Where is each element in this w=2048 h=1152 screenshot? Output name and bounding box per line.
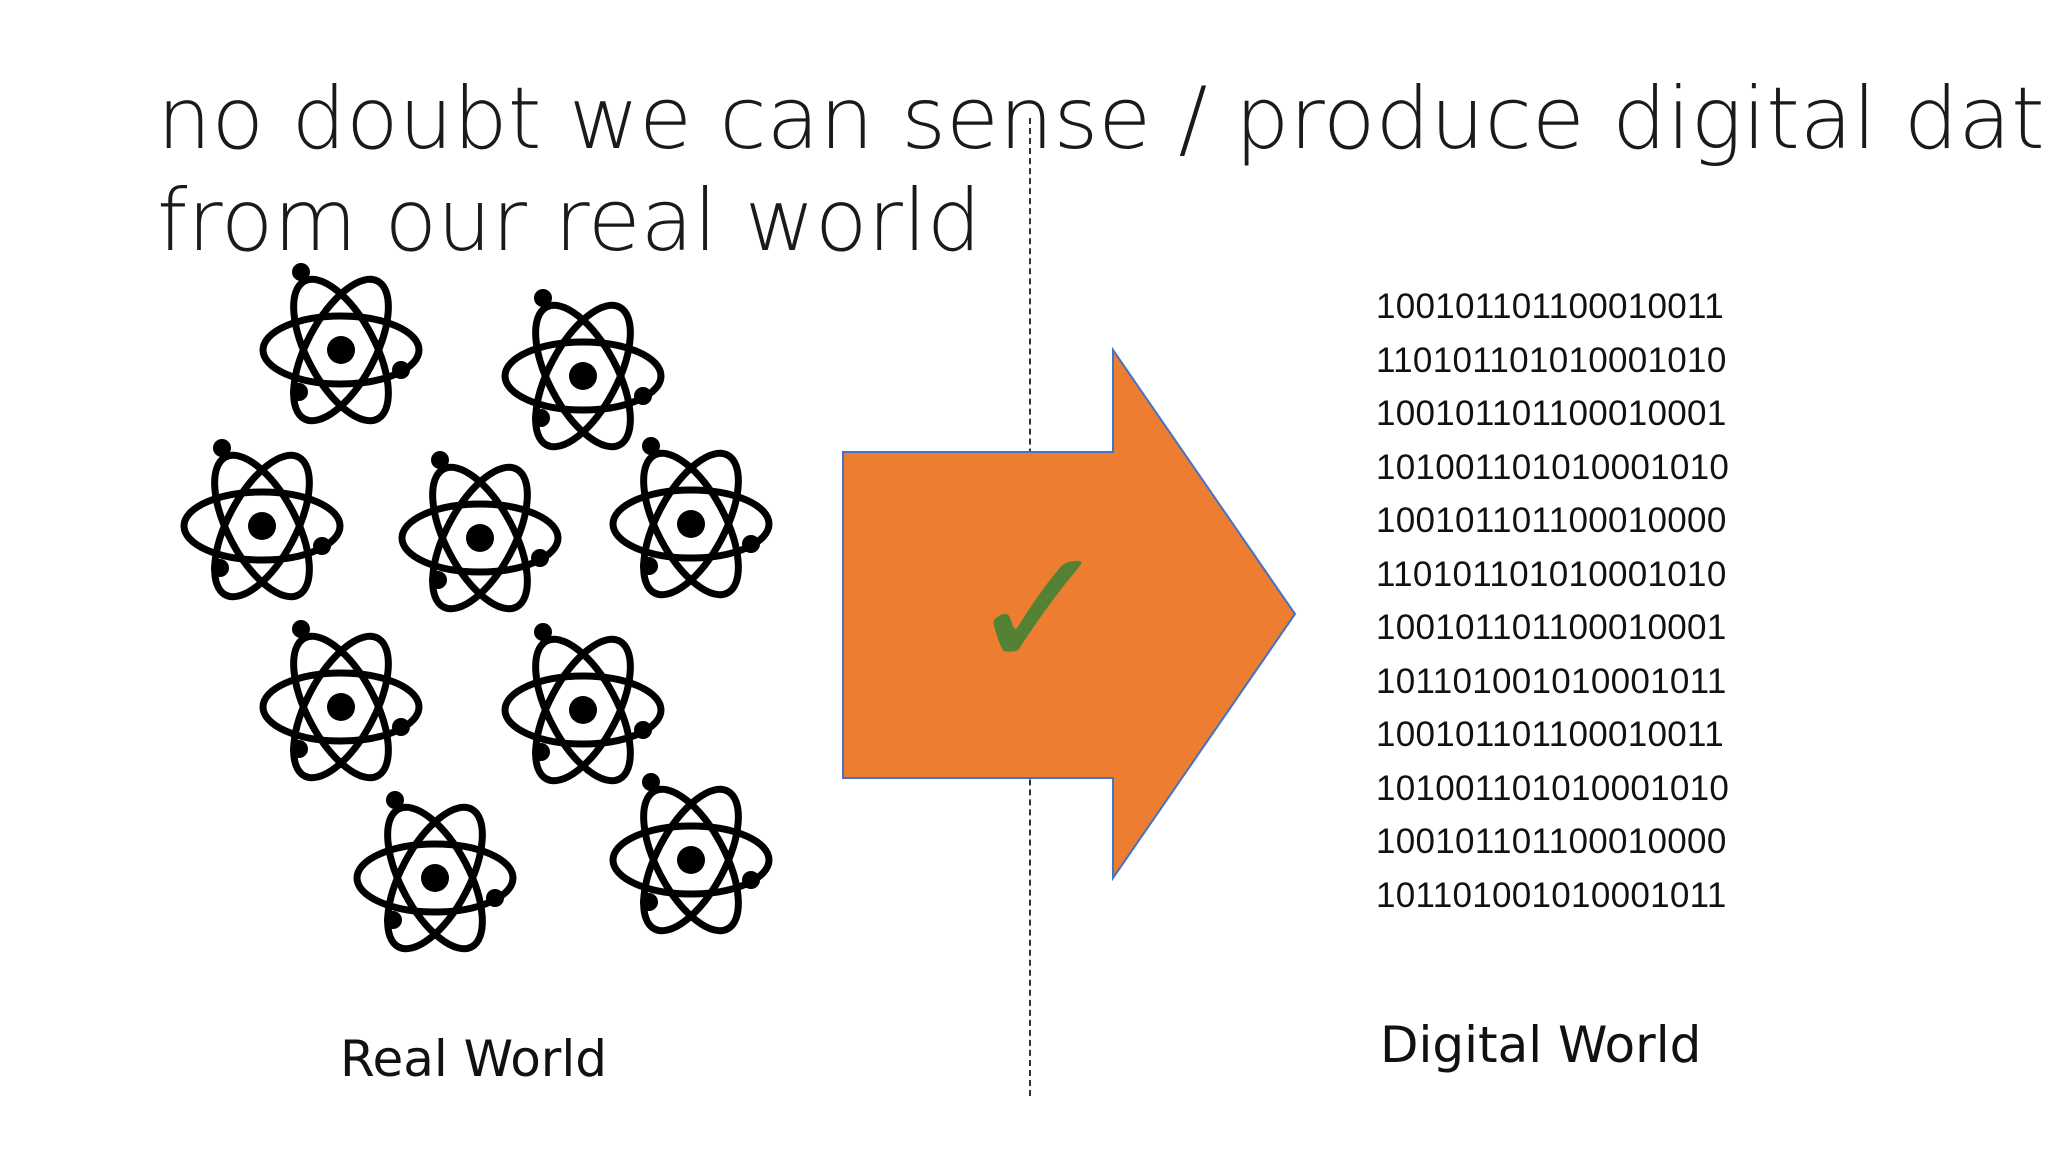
binary-line: 101101001010001011: [1376, 661, 1727, 701]
binary-line: 100101101100010000: [1376, 822, 1727, 861]
binary-line: 101001101010001010: [1376, 768, 1730, 808]
checkmark-icon: ✓: [968, 511, 1111, 709]
binary-data-block: 100101101100010011 110101101010001010 10…: [1376, 280, 1756, 922]
digital-world-label: Digital World: [1380, 1016, 1702, 1074]
slide-title: no doubt we can sense / produce digital …: [157, 68, 2048, 272]
binary-line: 100101101100010001: [1376, 394, 1727, 433]
title-line-2: from our real world: [157, 171, 982, 271]
real-world-label: Real World: [340, 1030, 607, 1088]
binary-line: 101101001010001011: [1376, 875, 1727, 915]
binary-line: 100101101100010011: [1376, 715, 1724, 754]
binary-line: 110101101010001010: [1376, 340, 1727, 380]
title-line-1: no doubt we can sense / produce digital …: [157, 69, 2048, 169]
binary-line: 101001101010001010: [1376, 447, 1730, 487]
binary-line: 100101101100010001: [1376, 608, 1727, 647]
binary-line: 100101101100010011: [1376, 287, 1724, 326]
binary-line: 100101101100010000: [1376, 501, 1727, 540]
binary-line: 110101101010001010: [1376, 554, 1727, 594]
